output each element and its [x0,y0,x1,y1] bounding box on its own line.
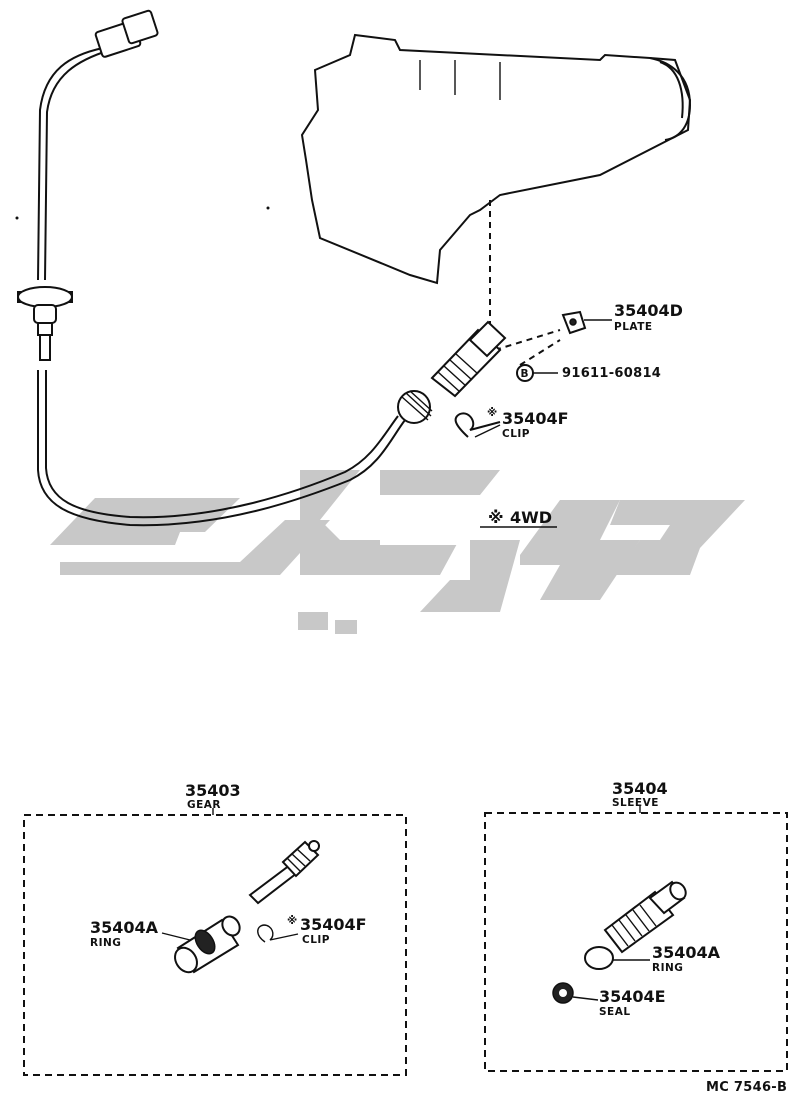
gear-ring-name: RING [90,937,121,949]
gear-ring-part [174,915,241,974]
bolt-marker: B [516,364,534,382]
gear-clip-part [257,924,299,943]
sleeve-code: 35404 [612,779,668,798]
plate-part [561,310,587,335]
plate-code: 35404D [614,301,683,320]
gear-shaft-part [248,840,320,905]
clip-part [454,412,501,438]
gear-clip-name: CLIP [302,934,330,946]
bolt-code: 91611-60814 [562,366,661,381]
bolt-marker-letter: B [521,368,530,380]
gear-kit-box [23,814,407,1076]
speedometer-cable-lower [37,370,433,527]
gear-clip-code: 35404F [300,915,367,934]
speedometer-cable-upper [17,9,159,361]
sleeve-ring-code: 35404A [652,943,721,962]
gear-code: 35403 [185,781,241,800]
note-4wd: 4WD [510,508,552,527]
note-marker: ※ [488,508,504,527]
guide-line-plate [494,329,561,351]
leader-seal [572,996,599,1001]
seal-name: SEAL [599,1006,631,1018]
leader-clip [474,424,501,438]
sleeve-part [603,880,687,954]
sleeve-ring-name: RING [652,962,683,974]
seal-part [552,982,574,1004]
transfer-case [300,33,692,285]
watermark-logo [50,470,745,634]
guide-line-bolt [519,339,561,366]
gear-name: GEAR [187,799,221,811]
plate-name: PLATE [614,321,653,333]
seal-code: 35404E [599,987,666,1006]
gear-clip-marker: ※ [287,915,298,927]
clip-marker: ※ [487,407,498,419]
sleeve-name: SLEEVE [612,797,659,809]
clip-name: CLIP [502,428,530,440]
dot-left [15,216,19,220]
sleeve-assembly [430,320,507,398]
leader-gear-ring [161,932,191,941]
dot-mid [266,206,270,210]
sleeve-kit-box [484,812,788,1072]
gear-ring-code: 35404A [90,918,159,937]
sleeve-ring-part [584,946,614,970]
figure-reference: MC 7546-B [706,1080,787,1095]
clip-code: 35404F [502,409,569,428]
